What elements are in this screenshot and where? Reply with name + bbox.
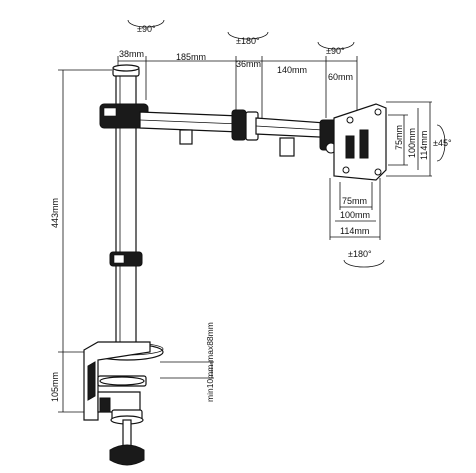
vesa-v75: 75mm <box>394 125 404 150</box>
arm-dim-60: 60mm <box>328 72 353 82</box>
vesa-h75: 75mm <box>342 196 367 206</box>
vesa-plate <box>333 103 387 181</box>
arm-dim-38: 38mm <box>119 49 144 59</box>
desk-thickness-label: min10mm-max88mm <box>205 322 215 402</box>
rotation-label-tilt: ±45° <box>433 138 452 148</box>
vesa-vertical-dimensions: 75mm 100mm 114mm <box>386 101 432 177</box>
rotation-label-swivel: ±180° <box>348 249 372 259</box>
arm-dim-140: 140mm <box>277 65 307 75</box>
desk-thickness-dimension: min10mm-max88mm <box>160 322 215 402</box>
arm-dimension-line: 38mm 185mm 36mm 140mm 60mm <box>117 49 358 118</box>
pole-collar <box>109 251 143 267</box>
vesa-v114: 114mm <box>419 131 429 160</box>
clamp-height-label: 105mm <box>50 372 60 402</box>
rotation-label-2: ±180° <box>236 36 260 46</box>
rotation-arm-joint-3: ±90° <box>317 41 355 56</box>
arm-dim-185: 185mm <box>176 52 206 62</box>
rotation-label-1: ±90° <box>137 24 156 34</box>
vesa-v100: 100mm <box>407 128 417 158</box>
arm-dim-36: 36mm <box>236 59 261 69</box>
monitor-arm <box>99 103 343 157</box>
rotation-head-swivel: ±180° <box>343 249 385 268</box>
vesa-horizontal-dimensions: 75mm 100mm 114mm <box>329 178 381 240</box>
desk-clamp <box>83 341 151 466</box>
pole <box>112 64 140 353</box>
rotation-head-tilt: ±45° <box>433 124 452 162</box>
rotation-arm-joint-1: ±90° <box>127 19 165 34</box>
vesa-h114: 114mm <box>340 226 369 236</box>
pole-height-label: 443mm <box>50 198 60 228</box>
rotation-label-3: ±90° <box>326 46 345 56</box>
vesa-h100: 100mm <box>340 210 370 220</box>
rotation-arm-joint-2: ±180° <box>227 31 269 46</box>
